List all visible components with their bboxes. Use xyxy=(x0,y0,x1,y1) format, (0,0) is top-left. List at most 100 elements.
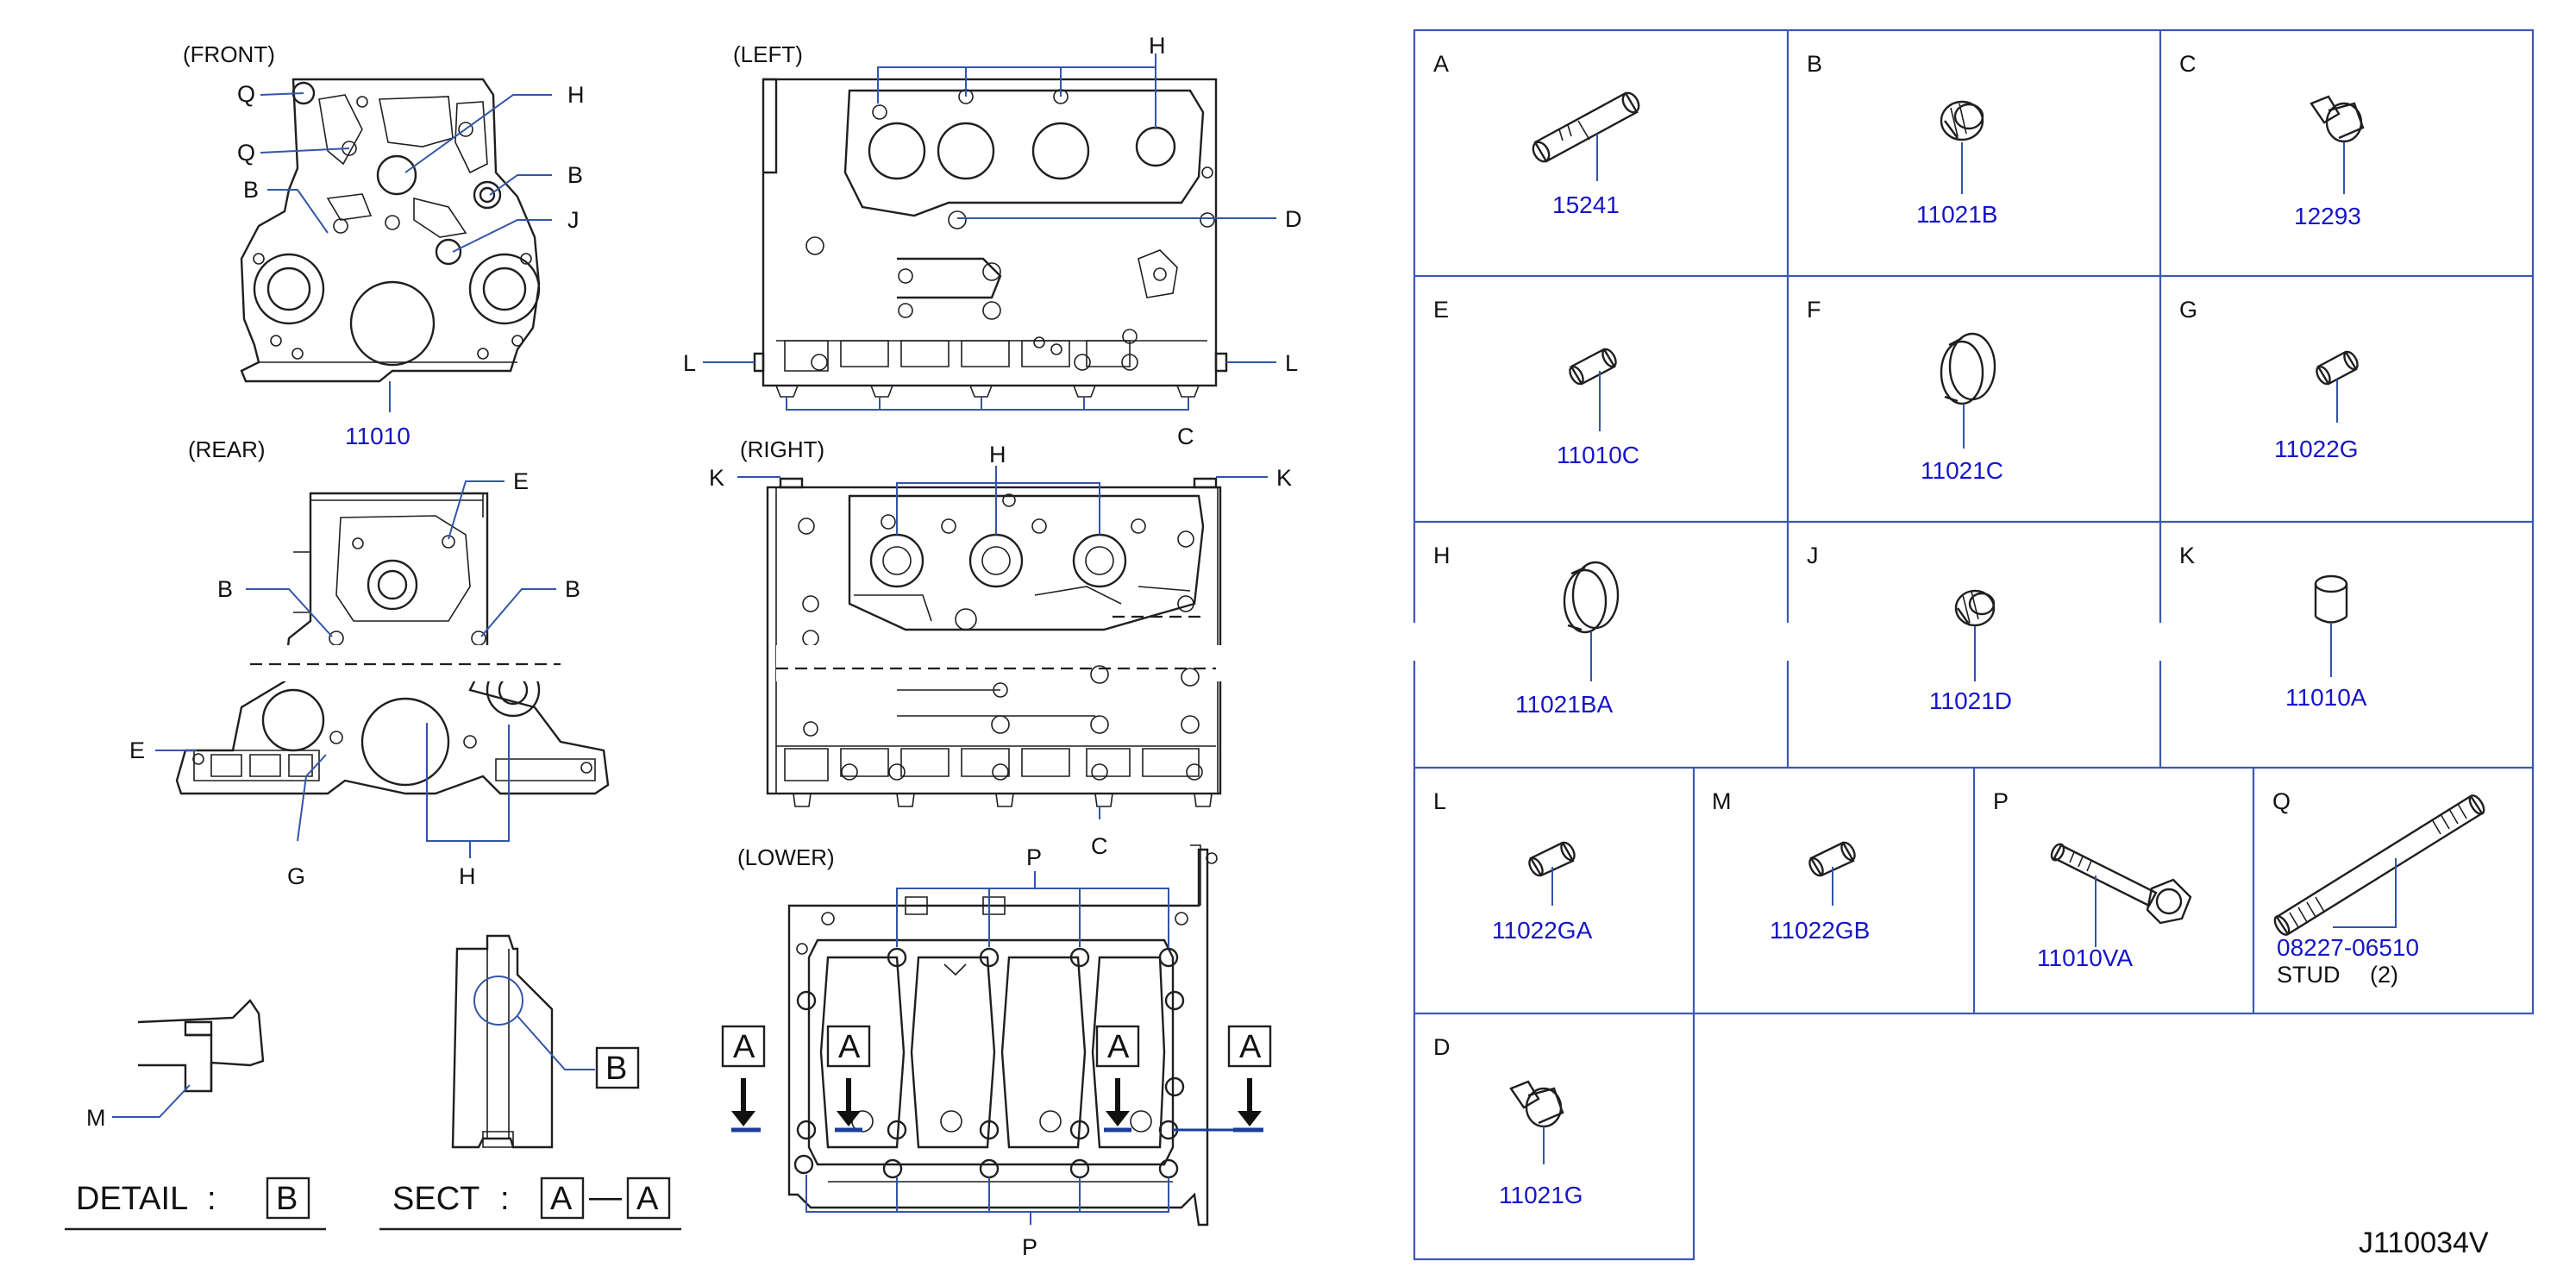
part-cell-f[interactable]: F 11021C xyxy=(1807,297,2003,484)
sect-detail-callout-b: B xyxy=(605,1051,627,1087)
drain-plug-icon xyxy=(1509,1080,1564,1128)
part-number: 11021B xyxy=(1916,201,1997,228)
plug-icon xyxy=(1954,589,1996,627)
cell-letter: D xyxy=(1433,1034,1451,1060)
part-number: 11021G xyxy=(1499,1182,1583,1208)
cell-letter: H xyxy=(1433,543,1451,568)
dowel-icon xyxy=(2314,574,2348,624)
dowel-sleeve-icon xyxy=(1528,841,1576,877)
section-marker-a: A xyxy=(1227,1025,1272,1133)
part-cell-l[interactable]: L 11022GA xyxy=(1433,788,1593,944)
part-qty: (2) xyxy=(2370,962,2398,988)
cell-letter: L xyxy=(1433,788,1446,814)
bolt-row-top xyxy=(793,947,1185,1179)
cell-letter: J xyxy=(1807,543,1819,568)
callout-label: B xyxy=(243,177,259,203)
diagram-id: J110034V xyxy=(2359,1227,2489,1259)
cell-letter: P xyxy=(1993,788,2009,814)
part-cell-a[interactable]: A 15241 xyxy=(1433,51,1642,218)
callout-label: L xyxy=(683,350,696,376)
left-view: (LEFT) xyxy=(683,33,1302,449)
stud-icon xyxy=(2273,794,2485,936)
part-cell-h[interactable]: H 11021BA xyxy=(1433,543,1620,718)
right-view: (RIGHT) xyxy=(709,436,1292,859)
callout-label: C xyxy=(1091,833,1108,859)
part-number: 08227-06510 xyxy=(2277,934,2419,961)
part-cell-p[interactable]: P 11010VA xyxy=(1993,788,2192,971)
callout-label: E xyxy=(129,737,145,763)
detail-callout-m: M xyxy=(86,1105,106,1131)
detail-b: M DETAIL : B xyxy=(65,999,326,1231)
detail-ref: B xyxy=(276,1181,298,1217)
callout-label: E xyxy=(513,468,529,494)
front-part-number: 11010 xyxy=(345,423,411,449)
cell-letter: E xyxy=(1433,297,1449,323)
cell-letter: C xyxy=(2179,51,2197,77)
cell-letter: G xyxy=(2179,297,2197,323)
right-view-title: (RIGHT) xyxy=(740,436,824,462)
callout-label: Q xyxy=(237,81,255,107)
front-view-title: (FRONT) xyxy=(183,41,275,67)
part-cell-g[interactable]: G 11022G xyxy=(2179,297,2360,462)
callout-label: J xyxy=(567,207,580,233)
part-cell-b[interactable]: B 11021B xyxy=(1807,51,1997,228)
callout-label: D xyxy=(1285,206,1302,232)
cell-letter: A xyxy=(1433,51,1449,77)
part-note: STUD xyxy=(2277,962,2341,988)
section-marker-a: A xyxy=(721,1025,766,1133)
sect-a-a: B SECT : A — A xyxy=(379,934,681,1231)
dowel-sleeve-icon xyxy=(1569,348,1617,386)
callout-label: H xyxy=(567,82,585,108)
detail-ref-box xyxy=(266,1176,310,1220)
front-view: (FRONT) Q Q xyxy=(183,41,585,449)
callout-label: L xyxy=(1285,350,1298,376)
part-number: 11021C xyxy=(1921,457,2003,484)
cell-letter: Q xyxy=(2272,788,2291,814)
section-marker-letter: A xyxy=(838,1029,861,1065)
part-number: 11022GA xyxy=(1492,917,1593,944)
section-marker-letter: A xyxy=(733,1029,755,1065)
part-cell-m[interactable]: M 11022GB xyxy=(1712,788,1870,944)
bolt-icon xyxy=(2050,843,2192,925)
sect-colon: : xyxy=(500,1181,510,1217)
dowel-sleeve-icon xyxy=(1808,841,1856,877)
part-cell-e[interactable]: E 11010C xyxy=(1433,297,1639,468)
cell-letter: M xyxy=(1712,788,1732,814)
section-marker-a: A xyxy=(826,1025,871,1133)
detail-colon: : xyxy=(207,1181,216,1217)
part-cell-d[interactable]: D 11021G xyxy=(1433,1034,1583,1208)
cell-letter: F xyxy=(1807,297,1821,323)
cell-letter: B xyxy=(1807,51,1822,77)
seal-ring-icon xyxy=(1563,561,1620,634)
detail-label: DETAIL xyxy=(76,1181,188,1217)
callout-label: H xyxy=(989,442,1006,467)
callout-label: K xyxy=(1276,465,1292,491)
rear-view-title: (REAR) xyxy=(188,436,266,462)
part-number: 12293 xyxy=(2294,203,2361,229)
callout-label: P xyxy=(1022,1234,1037,1260)
part-cell-c[interactable]: C 12293 xyxy=(2179,51,2365,229)
callout-label: B xyxy=(565,576,580,602)
sect-ref-a: A xyxy=(550,1181,573,1217)
rear-view: (REAR) E B B E xyxy=(129,436,610,889)
part-number: 11021BA xyxy=(1515,691,1613,718)
callout-label: G xyxy=(287,863,305,889)
callout-label: P xyxy=(1026,844,1042,870)
part-number: 11010VA xyxy=(2037,944,2133,971)
seal-ring-icon xyxy=(1940,332,1996,405)
part-number: 11022G xyxy=(2274,436,2359,462)
dowel-pin-icon xyxy=(1532,91,1640,163)
part-number: 11021D xyxy=(1929,687,2012,714)
section-marker-letter: A xyxy=(1239,1029,1262,1065)
dowel-sleeve-icon xyxy=(2316,350,2359,386)
callout-label: B xyxy=(217,576,233,602)
part-cell-j[interactable]: J 11021D xyxy=(1807,543,2012,714)
part-number: 11022GB xyxy=(1770,917,1870,944)
sect-label: SECT xyxy=(392,1181,479,1217)
part-cell-q[interactable]: Q 08227-06510 STUD (2) xyxy=(2272,788,2487,988)
callout-label: B xyxy=(567,162,583,188)
part-number: 11010C xyxy=(1557,442,1639,468)
part-cell-k[interactable]: K 11010A xyxy=(2179,543,2367,711)
part-number: 11010A xyxy=(2285,684,2367,711)
